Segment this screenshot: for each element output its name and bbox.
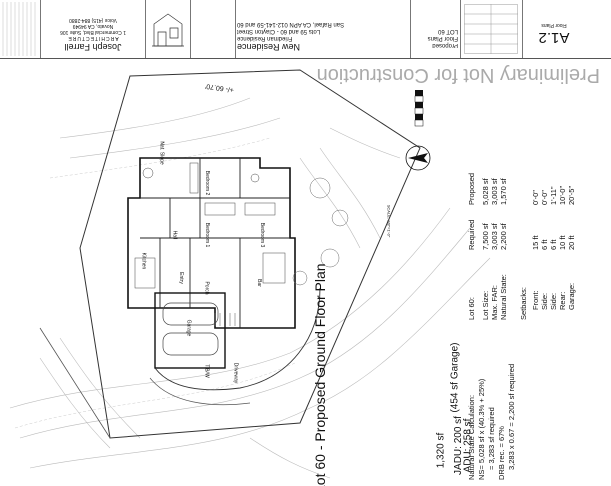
natural-state-line3: DRB rec. = 67% [497,426,506,480]
north-arrow-icon [405,145,431,171]
setback-front-proposed: 0'-0" [531,190,540,205]
setback-side1-proposed: 0'-0" [540,190,549,205]
garage-outline [154,292,226,369]
lot-row-size-proposed: 5,028 sf [481,177,490,205]
title-block: Joseph Farrell ARCHITECTURE 1 Commercial… [0,0,611,59]
setback-front-label: Front: [531,290,540,310]
revision-grid [464,4,518,54]
lot-row-ns-proposed: 1,570 sf [499,177,508,205]
natural-state-line4: 3,283 x 0.67 = 2,200 sf required [507,364,516,470]
setback-front-required: 15 ft [531,234,540,250]
floor-plan-drawing [9,69,491,479]
lot-row-far-required: 3,003 sf [490,222,499,250]
left-stripe [2,2,38,56]
lot-table-header-proposed: Proposed [467,173,476,205]
topo-contours [9,97,491,479]
lot-row-far-proposed: 3,003 sf [490,177,499,205]
lot-table-header-required: Required [467,220,476,250]
lot-table-header-lot: Lot 60: [467,297,476,320]
natural-state-line2: = 3,283 sf required [487,407,496,470]
property-line [79,69,421,439]
setback-rear-required: 10 ft [558,234,567,250]
lot-row-ns-required: 2,200 sf [499,222,508,250]
natural-state-line1: NS= 5,028 sf x (40.3% + 25%) [477,378,486,480]
setback-rear-label: Rear: [558,292,567,310]
scale-bar [414,90,424,127]
setback-side2-required: 6 ft [549,239,558,250]
driveway-curve [154,287,321,391]
lot-row-size-required: 7,500 sf [481,222,490,250]
lot-row-size-label: Lot Size: [481,291,490,320]
lot-row-ns-label: Natural State: [499,274,508,320]
setback-side2-proposed: 1'-11" [549,186,558,205]
setback-side2-label: Side: [549,293,558,310]
setbacks-heading: Setbacks: [519,287,528,320]
setback-side1-label: Side: [540,293,549,310]
setback-garage-proposed: 20'-5" [567,186,576,205]
lot-row-far-label: Max. FAR: [490,285,499,320]
setback-side1-required: 6 ft [540,239,549,250]
setback-garage-required: 20 ft [567,234,576,250]
architect-logo-sketch [152,13,184,47]
setback-garage-label: Garage: [567,283,576,310]
natural-state-heading: Natural State Calculation: [467,395,476,480]
setback-rear-proposed: 10'-0" [558,186,567,205]
